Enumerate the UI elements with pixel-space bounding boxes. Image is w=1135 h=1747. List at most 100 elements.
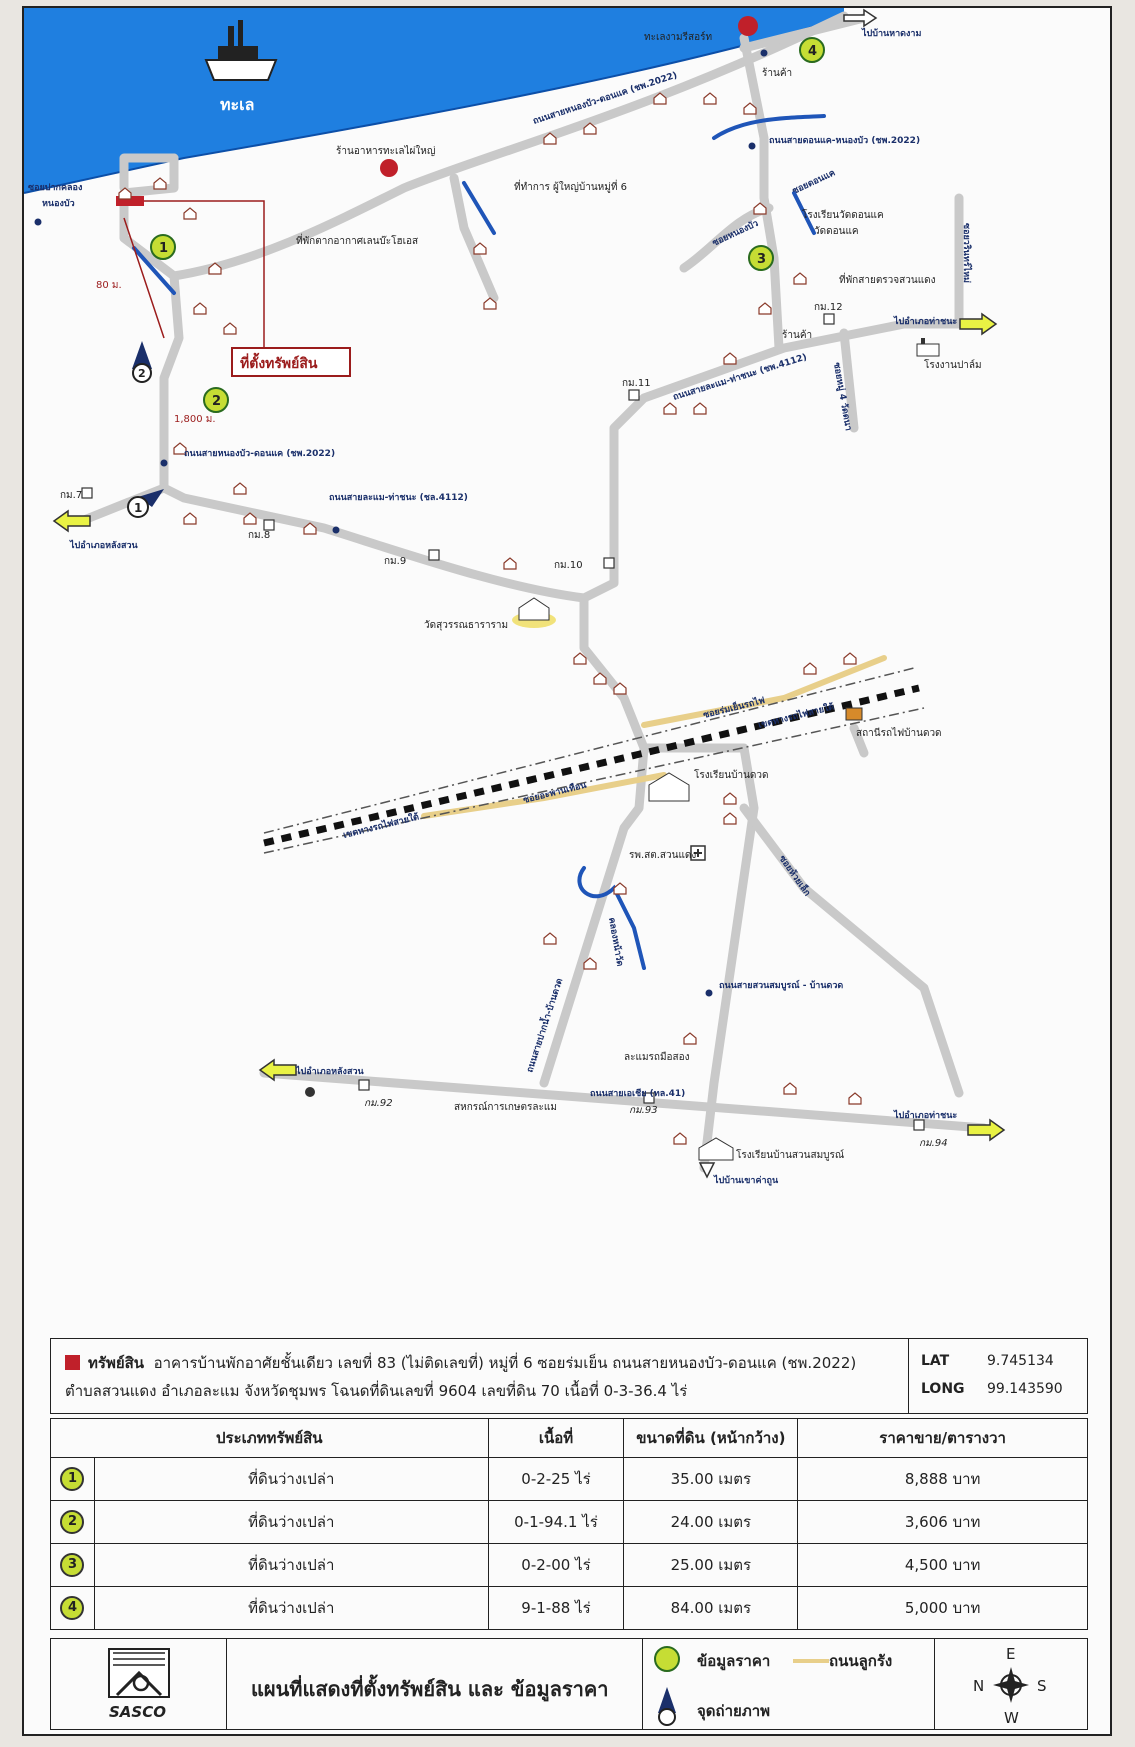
- compass-s: S: [1037, 1677, 1047, 1695]
- table-row: 2 ที่ดินว่างเปล่า 0-1-94.1 ไร่ 24.00 เมต…: [50, 1500, 1088, 1544]
- label-km12: กม.12: [814, 302, 843, 313]
- label-km8: กม.8: [248, 530, 270, 541]
- row-area: 0-2-25 ไร่: [487, 1457, 625, 1501]
- row-marker: 3: [60, 1553, 85, 1577]
- legend-price-icon: [654, 1646, 680, 1672]
- logo-cell: SASCO: [51, 1639, 227, 1729]
- price-marker-1[interactable]: 1: [150, 234, 176, 260]
- label-head-office: ที่ทำการ ผู้ใหญ่บ้านหมู่ที่ 6: [514, 179, 627, 193]
- property-info-label: ทรัพย์สิน: [88, 1354, 145, 1372]
- label-shop1: ร้านค้า: [762, 67, 792, 79]
- table-row: 1 ที่ดินว่างเปล่า 0-2-25 ไร่ 35.00 เมตร …: [50, 1457, 1088, 1501]
- compass-icon: E W N S: [973, 1645, 1047, 1727]
- legend-photo-icon: [658, 1687, 676, 1713]
- row-marker: 4: [60, 1596, 85, 1620]
- photo-point-2-label: 2: [138, 367, 146, 380]
- map-title: แผนที่แสดงที่ตั้งทรัพย์สิน และ ข้อมูลราค…: [251, 1677, 609, 1701]
- label-craft-shop: ละแมรถมือสอง: [624, 1051, 690, 1063]
- road-point-icons: [34, 49, 768, 997]
- school-suan-sombun-icon: [698, 1137, 734, 1161]
- coordinates: LAT 9.745134 LONG 99.143590: [909, 1339, 1087, 1413]
- price-marker-2-label: 2: [212, 394, 221, 409]
- railway: [263, 667, 925, 854]
- lat-label: LAT: [921, 1353, 950, 1369]
- row-type: ที่ดินว่างเปล่า: [93, 1586, 489, 1630]
- property-marker[interactable]: [116, 196, 144, 206]
- row-area: 0-2-00 ไร่: [487, 1543, 625, 1587]
- label-to-ban-hua-nam: ไปบ้านหาดงาม: [861, 27, 921, 39]
- label-school-ban-duat: โรงเรียนบ้านดวด: [694, 768, 769, 781]
- price-marker-4-label: 4: [808, 44, 817, 59]
- label-seafood-shop: ร้านอาหารทะเลไผ่ใหญ่: [336, 145, 435, 157]
- row-marker: 1: [60, 1467, 85, 1491]
- label-school-suan-sombun: โรงเรียนบ้านสวนสมบูรณ์: [736, 1148, 844, 1161]
- label-resort: ทะเลงามรีสอร์ท: [644, 31, 712, 43]
- long-value: 99.143590: [987, 1381, 1063, 1397]
- property-square-icon: [65, 1355, 80, 1370]
- label-road-2022-mid: ถนนสายหนองบัว-ดอนแค (ชพ.2022): [184, 448, 335, 459]
- price-marker-3[interactable]: 3: [748, 245, 774, 271]
- resort-icon: [738, 16, 758, 36]
- label-distance-80: 80 ม.: [96, 280, 122, 291]
- price-marker-1-label: 1: [159, 241, 168, 256]
- ship-icon: [204, 20, 278, 81]
- label-road-4112-left: ถนนสายละแม-ท่าชนะ (ชล.4112): [329, 492, 468, 503]
- property-line-2: ตำบลสวนแดง อำเภอละแม จังหวัดชุมพร โฉนดที…: [65, 1382, 688, 1400]
- row-type: ที่ดินว่างเปล่า: [93, 1543, 489, 1587]
- logo-text: SASCO: [109, 1703, 166, 1721]
- long-label: LONG: [921, 1381, 965, 1397]
- palm-factory-icon: [916, 338, 940, 357]
- label-km93: กม.93: [629, 1105, 658, 1116]
- row-area: 9-1-88 ไร่: [487, 1586, 625, 1630]
- photo-point-2[interactable]: 2: [132, 341, 152, 383]
- table-header-row: ประเภททรัพย์สิน เนื้อที่ ขนาดที่ดิน (หน้…: [50, 1418, 1088, 1458]
- label-nong-bua: หนองบัว: [42, 198, 75, 209]
- label-coop: สหกรณ์การเกษตรละแม: [454, 1101, 557, 1113]
- label-wat-don-khae: วัดดอนแค: [814, 226, 859, 237]
- map-footer: SASCO แผนที่แสดงที่ตั้งทรัพย์สิน และ ข้อ…: [50, 1638, 1088, 1730]
- legend-cell: ข้อมูลราคา จุดถ่ายภาพ ถนนลูกรัง: [643, 1639, 935, 1729]
- label-palm-factory: โรงงานปาล์ม: [924, 358, 982, 371]
- price-marker-3-label: 3: [757, 252, 766, 267]
- label-wat: วัดสุวรรณธาราราม: [424, 620, 508, 631]
- row-type: ที่ดินว่างเปล่า: [93, 1457, 489, 1501]
- price-table: ประเภททรัพย์สิน เนื้อที่ ขนาดที่ดิน (หน้…: [50, 1418, 1088, 1630]
- row-price: 3,606 บาท: [797, 1500, 1088, 1544]
- row-width: 24.00 เมตร: [623, 1500, 799, 1544]
- property-callout-box: [231, 347, 351, 377]
- sasco-logo: SASCO: [108, 1648, 170, 1721]
- label-station: สถานีรถไฟบ้านดวด: [856, 727, 942, 739]
- label-road-suan-sombun: ถนนสายสวนสมบูรณ์ - บ้านดวด: [719, 979, 843, 991]
- label-shop2: ร้านค้า: [782, 329, 812, 341]
- map-sheet: ทะเล: [22, 6, 1112, 1736]
- compass-cell: E W N S: [935, 1639, 1087, 1729]
- temple-icon: [512, 597, 556, 628]
- compass-e: E: [1006, 1645, 1015, 1663]
- property-info: ทรัพย์สิน อาคารบ้านพักอาศัยชั้นเดียว เลข…: [50, 1338, 1088, 1414]
- property-label: ที่ตั้งทรัพย์สิน: [240, 352, 318, 372]
- location-map[interactable]: ทะเล: [24, 8, 1114, 1333]
- price-marker-4[interactable]: 4: [799, 37, 825, 63]
- label-to-tha-chana-top: ไปอำเภอท่าชนะ: [893, 315, 957, 327]
- row-marker: 2: [60, 1510, 85, 1534]
- label-road-don-khae: ถนนสายดอนแค-หนองบัว (ชพ.2022): [769, 135, 920, 146]
- direction-arrows: [52, 8, 1006, 1179]
- header-area: เนื้อที่: [487, 1418, 625, 1458]
- label-school-don-khae: โรงเรียนวัดดอนแค: [802, 208, 884, 221]
- row-area: 0-1-94.1 ไร่: [487, 1500, 625, 1544]
- seafood-shop-icon: [380, 159, 398, 177]
- photo-point-1[interactable]: 1: [127, 489, 164, 518]
- property-line-1: อาคารบ้านพักอาศัยชั้นเดียว เลขที่ 83 (ไม…: [153, 1354, 857, 1372]
- price-marker-2[interactable]: 2: [203, 387, 229, 413]
- row-price: 4,500 บาท: [797, 1543, 1088, 1587]
- label-klong: คลองหน้าวัด: [606, 917, 625, 968]
- label-rail-zone-s: เขตทางรถไฟสายใต้: [342, 810, 420, 840]
- legend-icons: [654, 1646, 680, 1726]
- house-icons: [118, 92, 862, 1145]
- label-km7: กม.7: [60, 490, 82, 501]
- label-soi-don-khae: ซอยดอนแค: [791, 168, 837, 197]
- km-post-icons: [81, 313, 925, 1131]
- title-cell: แผนที่แสดงที่ตั้งทรัพย์สิน และ ข้อมูลราค…: [227, 1639, 643, 1729]
- label-hospital: รพ.สต.สวนแดง: [629, 850, 696, 861]
- station-icon: [845, 707, 863, 721]
